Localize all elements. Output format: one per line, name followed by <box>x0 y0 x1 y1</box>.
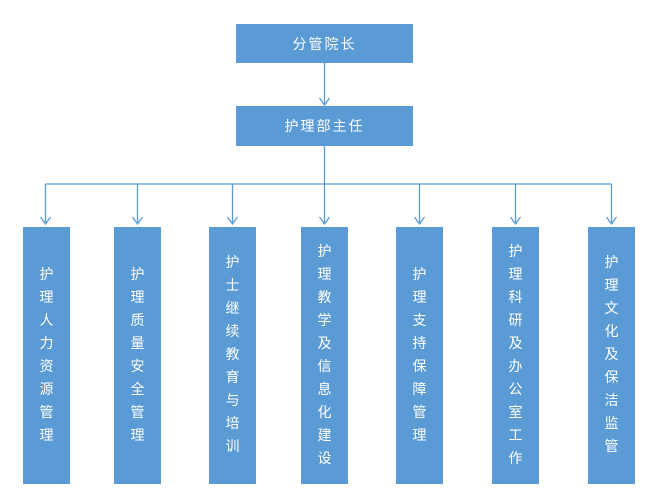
node-dept-culture-cleaning: 护理文化及保洁监管 <box>588 227 635 484</box>
node-vice-president: 分管院长 <box>236 24 413 63</box>
node-vice-president-label: 分管院长 <box>292 36 357 53</box>
node-dept-label: 护理文化及保洁监管 <box>604 255 619 455</box>
node-dept-label: 护理科研及办公室工作 <box>508 243 523 467</box>
node-dept-label: 护士继续教育与培训 <box>225 255 240 455</box>
node-dept-quality-safety: 护理质量安全管理 <box>114 227 161 484</box>
node-dept-research-office: 护理科研及办公室工作 <box>492 227 539 484</box>
node-dept-teaching-informatization: 护理教学及信息化建设 <box>301 227 348 484</box>
node-dept-continuing-education: 护士继续教育与培训 <box>209 227 256 484</box>
node-nursing-director: 护理部主任 <box>236 106 413 146</box>
node-dept-label: 护理人力资源管理 <box>39 266 54 444</box>
node-nursing-director-label: 护理部主任 <box>284 119 365 135</box>
node-dept-human-resources: 护理人力资源管理 <box>23 227 70 484</box>
node-dept-label: 护理质量安全管理 <box>130 266 145 444</box>
node-dept-label: 护理教学及信息化建设 <box>317 243 332 467</box>
node-dept-label: 护理支持保障管理 <box>412 266 427 444</box>
node-dept-support-security: 护理支持保障管理 <box>396 227 443 484</box>
